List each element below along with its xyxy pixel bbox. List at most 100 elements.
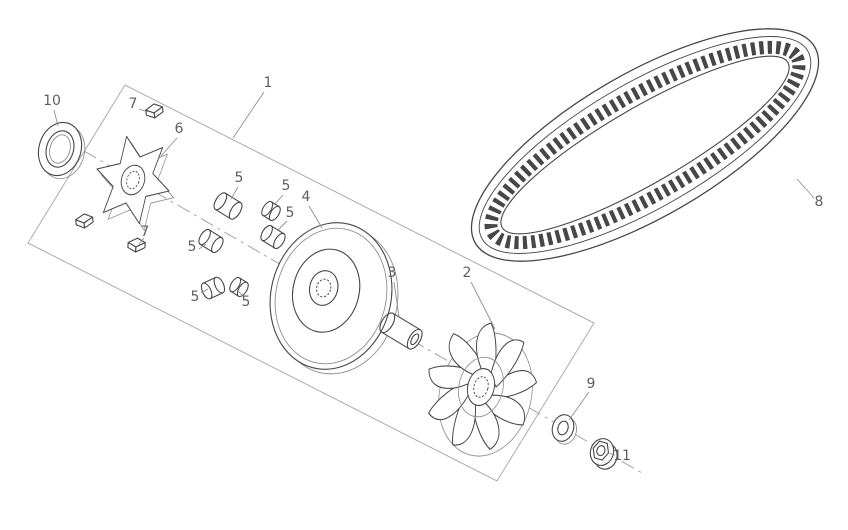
part-5-roller-c [260,224,286,250]
roller-body-fill [262,225,284,249]
clip-right-face [135,242,146,253]
callout-3: 3 [388,265,397,281]
ramp-plate-spline-hole [126,170,140,190]
callout-11: 11 [613,448,631,464]
seal-ring-outer [37,121,83,177]
part-10-seal-ring [37,121,86,180]
roller-far-end [260,224,273,242]
part-5-roller-a [213,192,243,220]
drive-face-bore [316,278,332,298]
roller-edge [199,243,214,253]
callout-5c: 5 [286,205,295,221]
callout-8: 8 [815,194,824,210]
callout-5f: 5 [242,294,251,310]
sleeve-edge [392,312,421,331]
callout-7b: 7 [141,224,150,240]
part-3-spacer-sleeve [379,312,423,350]
clip-right-face [153,106,164,119]
leader-line-1 [232,91,265,139]
roller-near-end [273,232,286,250]
callout-6: 6 [175,121,184,137]
sleeve-edge [381,331,410,350]
leader-line-2 [470,281,496,330]
callout-5b: 5 [282,178,291,194]
nut-bore [596,445,606,457]
leader-line-8 [796,178,815,199]
belt-teeth [484,40,806,250]
part-5-roller-d [198,228,224,254]
leader-line-7b [138,237,145,245]
callout-1: 1 [264,75,273,91]
part-4-drive-face [269,222,399,375]
leader-line-5f [237,290,244,297]
drive-face-rim-inner [274,227,388,365]
part-9-washer [551,414,578,445]
leader-line-5d [198,243,207,250]
callout-5e: 5 [191,289,200,305]
roller-far-end [229,276,242,293]
part-7-slider-clip-c [75,213,94,229]
leader-line-5c [277,220,288,231]
roller-near-end [268,205,281,222]
washer-outer [551,414,575,442]
roller-near-end [211,236,224,254]
leader-line-9 [568,391,590,421]
roller-edge [214,208,232,220]
ramp-plate-depth [100,142,175,232]
seal-ring-lip [49,134,71,164]
callout-10: 10 [43,93,61,109]
leader-line-10 [53,109,59,127]
part-11-nut [589,438,618,470]
leader-line-5a [230,186,239,200]
callout-2: 2 [463,265,472,281]
leader-line-5b [273,194,284,206]
roller-near-end [213,276,226,294]
nut-hex [592,440,610,461]
belt-outer-edge [470,28,820,262]
part-7-slider-clip-a [145,103,164,119]
belt-back-line [478,36,812,254]
part-5-roller-e [200,276,226,300]
part-8-drive-belt [470,28,820,262]
callout-7a: 7 [129,96,138,112]
callout-leader-lines [53,91,815,456]
roller-edge [261,239,276,249]
callout-9: 9 [587,376,596,392]
part-7-slider-clip-b [127,237,146,253]
assembly-boundary-box [27,84,595,482]
sleeve-bore [410,333,420,346]
roller-far-end [200,282,213,300]
leader-line-6 [160,137,178,157]
leader-line-5e [200,288,209,294]
roller-edge [209,292,224,300]
fan-blade [490,339,525,388]
roller-edge [208,229,223,239]
callout-4: 4 [302,189,311,205]
seal-ring-inner [45,130,75,168]
washer-hole [557,420,569,436]
fan-spline-hole [473,376,489,398]
sleeve-far-end [379,312,396,334]
roller-near-end [228,201,243,220]
part-5-roller-b [261,200,281,222]
roller-far-end [213,192,228,211]
drive-face-cone [292,248,361,333]
roller-far-end [261,200,274,217]
roller-edge [270,225,285,235]
callout-labels: 1 2 3 4 5 5 5 5 5 5 6 7 7 8 9 10 11 [43,75,823,464]
clip-right-face [83,216,94,229]
callout-5d: 5 [188,239,197,255]
roller-far-end [198,228,211,246]
leader-line-3 [393,281,400,318]
belt-inner-edge [500,55,790,235]
part-2-fan-pulley [428,322,537,457]
callout-5a: 5 [235,170,244,186]
roller-edge [202,276,217,284]
leader-line-11 [607,452,616,456]
roller-edge [224,192,242,204]
roller-body-fill [200,229,222,253]
part-6-ramp-plate [96,135,175,232]
leader-line-7a [138,108,149,113]
